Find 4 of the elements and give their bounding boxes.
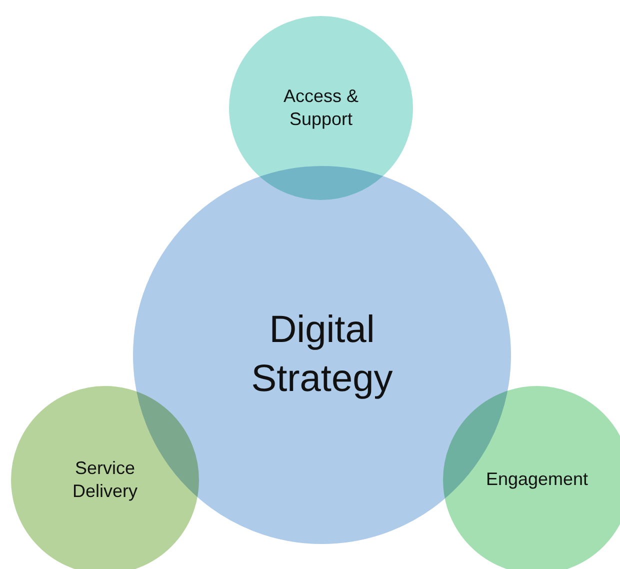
node-label: Digital Strategy	[250, 308, 394, 402]
node-label: Access & Support	[282, 84, 360, 131]
node-label: Engagement	[486, 468, 588, 492]
node-label: Service Delivery	[71, 456, 138, 503]
